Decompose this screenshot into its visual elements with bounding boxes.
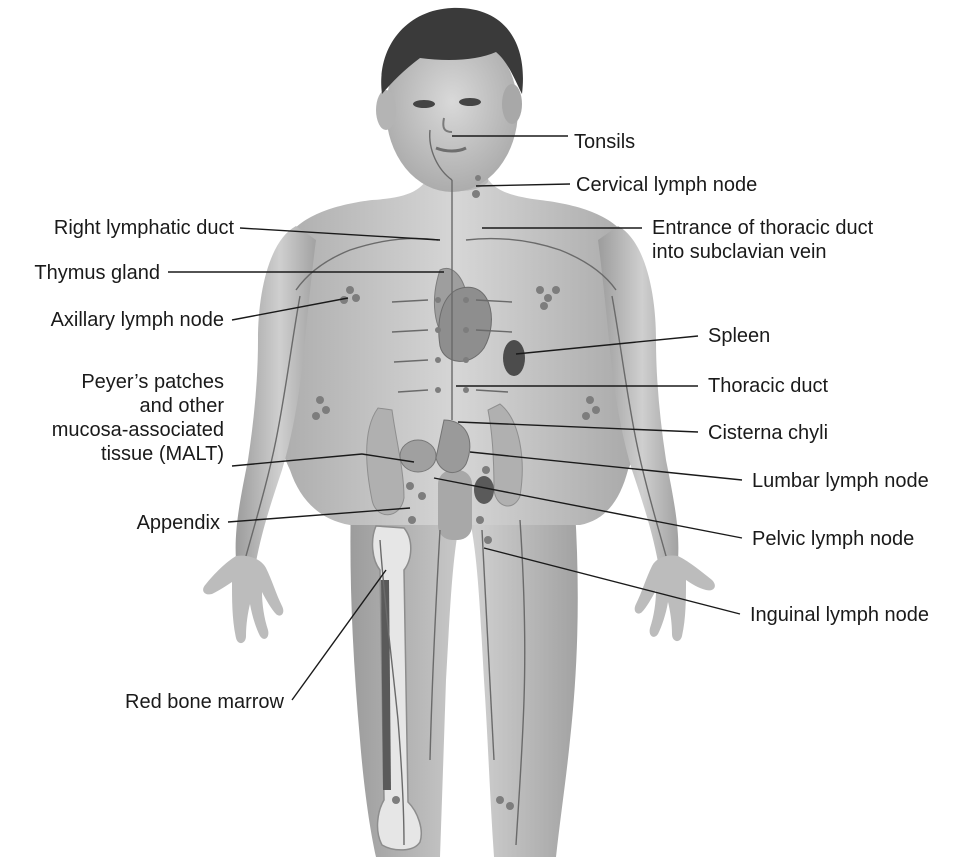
label-thoracic-duct: Thoracic duct: [708, 374, 828, 398]
label-spleen: Spleen: [708, 324, 770, 348]
label-axillary-lymph-node: Axillary lymph node: [10, 308, 224, 332]
label-red-bone-marrow: Red bone marrow: [10, 690, 284, 714]
label-cisterna-chyli: Cisterna chyli: [708, 421, 828, 445]
label-thymus-gland: Thymus gland: [10, 261, 160, 285]
label-peyers-patches: Peyer’s patches and other mucosa-associa…: [10, 370, 224, 466]
label-inguinal-lymph-node: Inguinal lymph node: [750, 603, 929, 627]
label-tonsils: Tonsils: [574, 130, 635, 154]
label-cervical-lymph-node: Cervical lymph node: [576, 173, 757, 197]
spleen-shape: [503, 340, 525, 376]
label-lumbar-lymph-node: Lumbar lymph node: [752, 469, 929, 493]
label-pelvic-lymph-node: Pelvic lymph node: [752, 527, 914, 551]
label-thoracic-duct-entrance: Entrance of thoracic duct into subclavia…: [652, 216, 873, 264]
label-right-lymphatic-duct: Right lymphatic duct: [10, 216, 234, 240]
label-appendix: Appendix: [10, 511, 220, 535]
